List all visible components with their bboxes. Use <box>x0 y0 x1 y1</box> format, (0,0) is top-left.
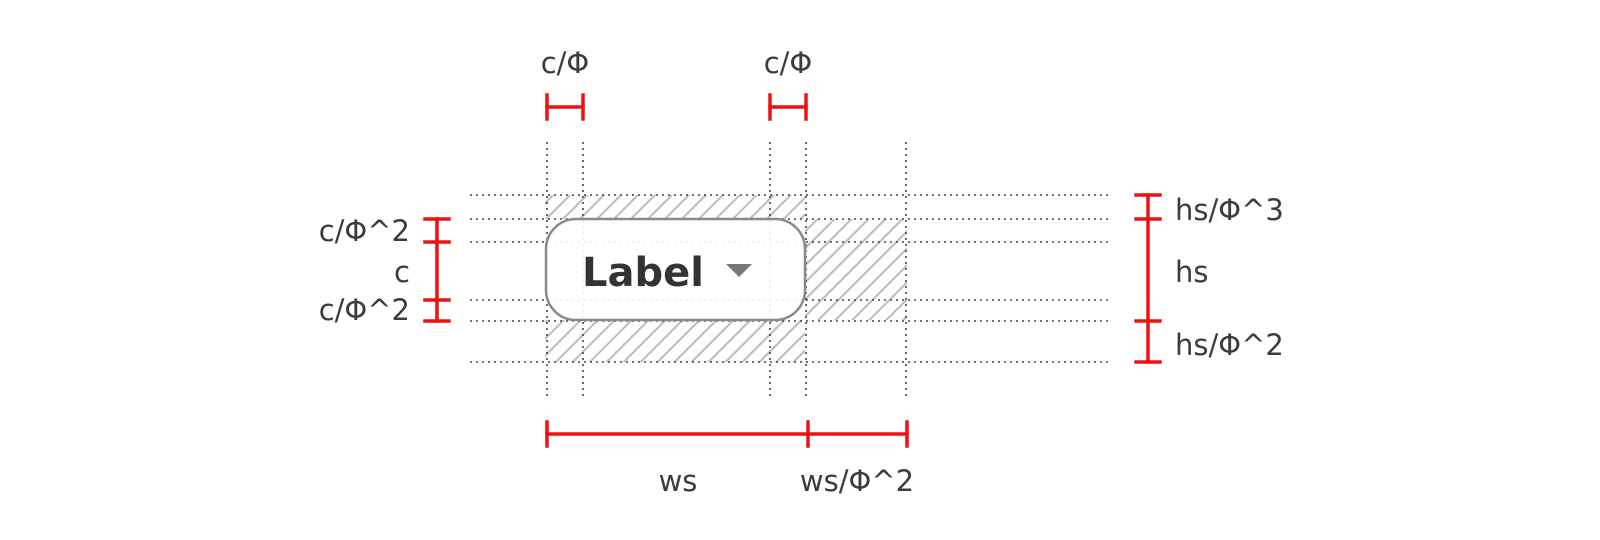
button-outline <box>544 217 807 322</box>
dimension-top-right <box>768 93 808 121</box>
horizontal-guides <box>470 194 1112 363</box>
label-left-bottom: c/Φ^2 <box>319 293 410 327</box>
dropdown-button[interactable]: Label <box>544 217 807 322</box>
label-left-top: c/Φ^2 <box>319 214 410 248</box>
label-top-left: c/Φ <box>541 46 590 80</box>
bottom-dimensions: ws ws/Φ^2 <box>545 420 914 498</box>
label-bottom-left: ws <box>659 464 698 498</box>
label-right-top: hs/Φ^3 <box>1175 193 1284 227</box>
dropdown-triangle-icon <box>726 264 752 277</box>
right-dimensions: hs/Φ^3 hs hs/Φ^2 <box>1134 193 1284 364</box>
top-dimensions: c/Φ c/Φ <box>541 46 813 121</box>
label-right-middle: hs <box>1175 255 1209 289</box>
label-bottom-right: ws/Φ^2 <box>800 464 914 498</box>
label-right-bottom: hs/Φ^2 <box>1175 328 1284 362</box>
top-spacing-region <box>545 195 805 219</box>
left-dimensions: c/Φ^2 c c/Φ^2 <box>319 214 451 327</box>
spacing-hatch-regions <box>545 195 907 362</box>
label-left-middle: c <box>394 255 410 289</box>
right-spacing-region <box>805 219 907 320</box>
button-label: Label <box>582 250 704 296</box>
bottom-spacing-region <box>545 320 805 362</box>
dimension-top-left <box>545 93 585 121</box>
label-top-right: c/Φ <box>764 46 813 80</box>
